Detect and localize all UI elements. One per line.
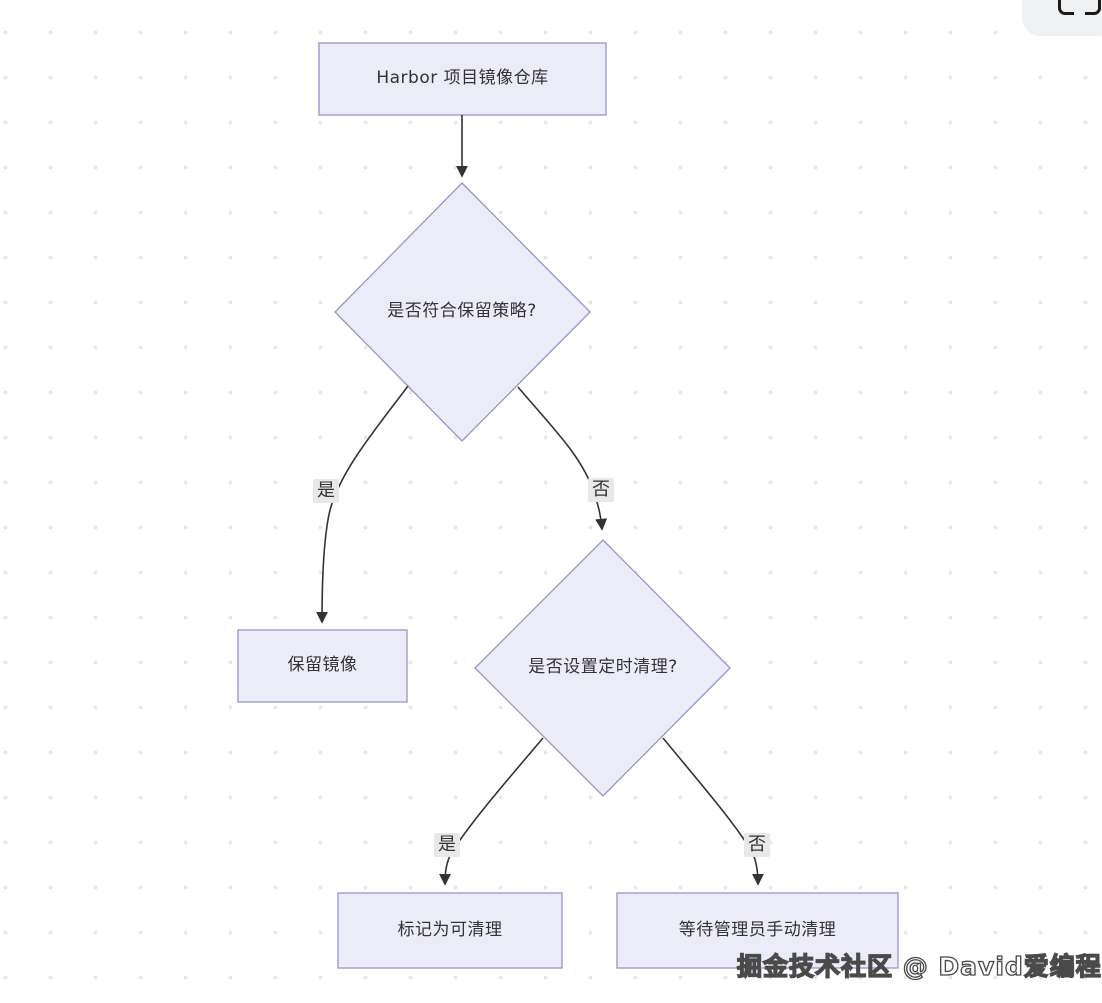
edge-decision2-wait — [662, 737, 764, 886]
fullscreen-expand-icon — [1022, 0, 1102, 36]
edge-label-decision2-yes: 是 — [434, 833, 460, 857]
fullscreen-icon-right-bracket — [1085, 0, 1101, 15]
node-decision2-label: 是否设置定时清理? — [528, 657, 678, 678]
edge-decision1-decision2 — [517, 386, 608, 531]
edge-label-decision2-no: 否 — [744, 833, 770, 857]
edge-label-decision1-yes: 是 — [313, 479, 339, 503]
fullscreen-icon-left-bracket — [1058, 0, 1074, 15]
node-start-label: Harbor 项目镜像仓库 — [376, 68, 549, 89]
watermark-text: 掘金技术社区 @ David爱编程 — [736, 951, 1102, 981]
edge-decision1-keep — [316, 385, 409, 624]
node-wait-label: 等待管理员手动清理 — [678, 919, 837, 940]
node-mark-label: 标记为可清理 — [397, 919, 503, 940]
node-decision1-label: 是否符合保留策略? — [387, 301, 537, 322]
edge-decision2-mark — [439, 737, 544, 886]
edge-label-decision1-no: 否 — [588, 478, 614, 502]
node-keep-label: 保留镜像 — [287, 655, 358, 676]
fullscreen-button[interactable] — [1022, 0, 1102, 36]
